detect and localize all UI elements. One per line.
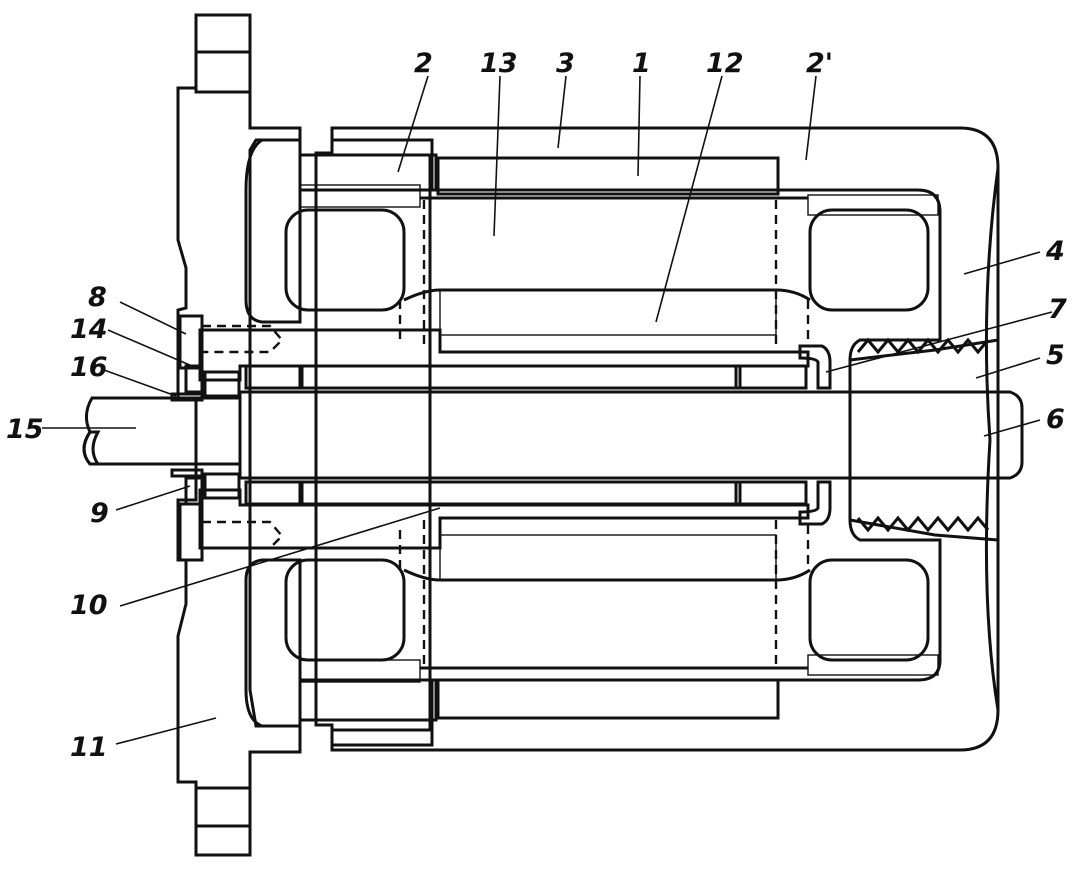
leader-lines	[42, 75, 1053, 745]
label-1: 1	[632, 48, 651, 79]
label-6: 6	[1046, 404, 1065, 435]
label-2-prime: 2'	[806, 48, 833, 79]
shaft	[82, 390, 1024, 480]
flange	[176, 13, 302, 857]
label-10: 10	[70, 590, 108, 621]
stator-windings	[284, 208, 930, 662]
label-13: 13	[480, 48, 518, 79]
label-14: 14	[70, 314, 108, 345]
label-7: 7	[1048, 294, 1067, 325]
label-11: 11	[70, 732, 108, 763]
housing	[298, 126, 1000, 752]
label-8: 8	[88, 282, 107, 313]
label-2: 2	[414, 48, 433, 79]
bushing-sleeve	[198, 328, 832, 550]
label-12: 12	[706, 48, 744, 79]
label-9: 9	[90, 498, 109, 529]
label-15: 15	[6, 414, 44, 445]
label-3: 3	[556, 48, 575, 79]
rotor	[398, 200, 810, 670]
stator-core	[299, 156, 939, 720]
label-5: 5	[1046, 340, 1065, 371]
label-16: 16	[70, 352, 108, 383]
label-4: 4	[1045, 236, 1065, 267]
seal-rings	[170, 364, 241, 506]
